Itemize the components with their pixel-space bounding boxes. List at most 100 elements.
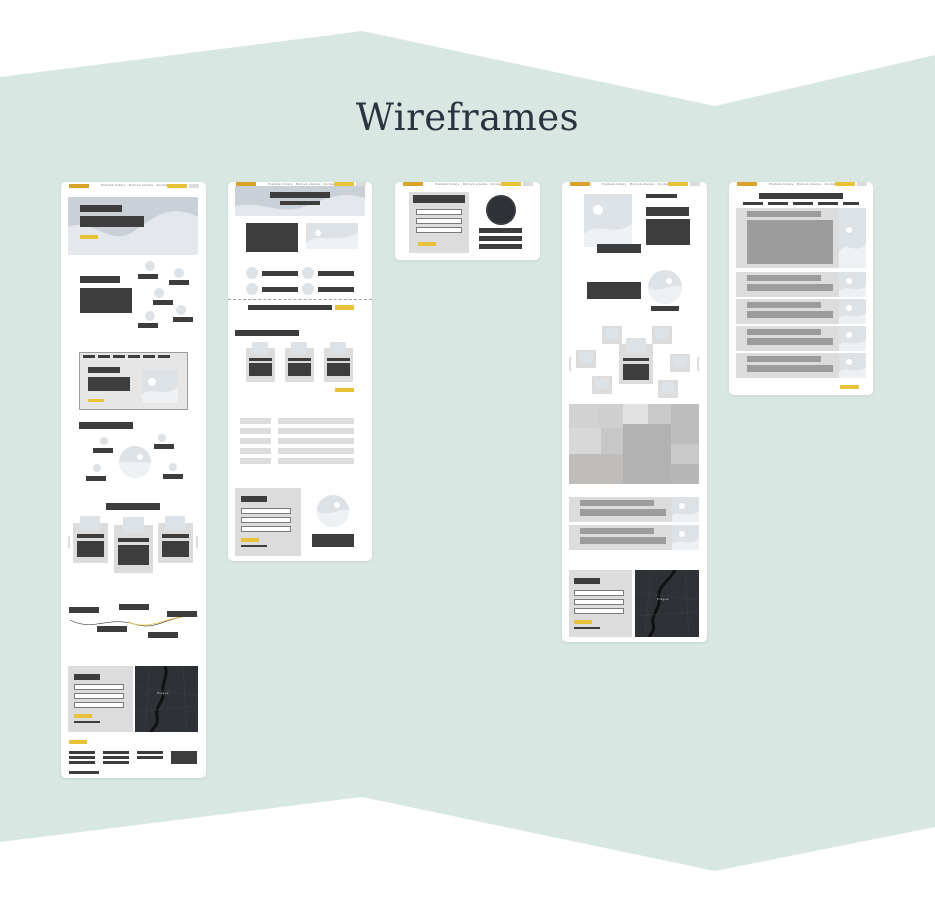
nav-cta-button[interactable] [668, 182, 688, 186]
slider-arrow-right[interactable] [196, 536, 198, 548]
nav-lang-button[interactable] [356, 182, 366, 186]
wireframe-card-3[interactable]: Pražské hotely · Bytová stavba · Kontakt… [395, 182, 540, 260]
slider-arrow-left[interactable] [569, 357, 571, 371]
nav-lang-button[interactable] [690, 182, 700, 186]
category-filters[interactable] [743, 202, 859, 206]
nav-lang-button[interactable] [523, 182, 533, 186]
nav-cta-button[interactable] [167, 184, 187, 188]
photo-mosaic[interactable] [569, 404, 699, 484]
nav-menu[interactable]: Pražské hotely · Bytová stavba · Kontakt… [602, 182, 682, 186]
name-field[interactable] [74, 684, 124, 690]
nav-menu[interactable]: Pražské hotely · Bytová stavba · Kontakt… [268, 182, 348, 186]
submit-button[interactable] [418, 242, 436, 246]
map[interactable]: Prague [635, 570, 699, 637]
offer-card[interactable] [324, 342, 353, 382]
hero-title [270, 192, 330, 198]
message-field[interactable] [241, 526, 291, 532]
hero-section [68, 197, 198, 255]
hero-subtitle [280, 201, 320, 205]
name-field[interactable] [574, 590, 624, 596]
offers-heading [235, 330, 299, 336]
nav-lang-button[interactable] [189, 184, 199, 188]
field-2[interactable] [416, 218, 462, 224]
page-title: Wireframes [355, 96, 580, 139]
panel-title [88, 367, 120, 373]
email-field[interactable] [241, 517, 291, 523]
field-3[interactable] [416, 227, 462, 233]
contact-form[interactable] [68, 666, 133, 732]
nav-menu[interactable]: Pražské hotely · Bytová stavba · Kontakt… [101, 183, 181, 187]
profile-line-2 [479, 236, 522, 241]
footer-logo [69, 740, 87, 744]
list-row[interactable] [569, 497, 699, 522]
tab-2[interactable] [98, 355, 110, 358]
offer-card[interactable] [285, 342, 314, 382]
nav-cta-button[interactable] [501, 182, 521, 186]
article-row[interactable] [736, 272, 866, 297]
tab-4[interactable] [128, 355, 140, 358]
login-form[interactable] [409, 192, 469, 253]
submit-button[interactable] [241, 538, 259, 542]
nav-cta-button[interactable] [334, 182, 354, 186]
slider-arrow-right[interactable] [697, 357, 699, 371]
panel-button[interactable] [88, 399, 104, 402]
map[interactable]: Prague [135, 666, 198, 732]
hero-title [646, 194, 677, 198]
wireframe-card-4[interactable]: Pražské hotely · Bytová stavba · Kontakt… [562, 182, 707, 642]
hero-cta-button[interactable] [80, 235, 98, 239]
about-image [648, 270, 682, 304]
load-more-button[interactable] [840, 385, 859, 389]
section-divider [228, 299, 372, 300]
tab-1[interactable] [83, 355, 95, 358]
submit-button[interactable] [574, 620, 592, 624]
hero-image-placeholder [584, 194, 632, 247]
intro-image-placeholder [306, 223, 358, 249]
form-note [574, 627, 600, 629]
hero-subtitle [80, 216, 144, 227]
wireframe-card-5[interactable]: Pražské hotely · Bytová stavba · Kontakt… [729, 182, 873, 395]
hero-wave-image [68, 211, 198, 255]
article-row[interactable] [736, 353, 866, 378]
section-button[interactable] [335, 305, 354, 310]
submit-button[interactable] [74, 714, 92, 718]
offer-card[interactable] [246, 342, 275, 382]
nav-menu[interactable]: Pražské hotely · Bytová stavba · Kontakt… [435, 182, 515, 186]
email-field[interactable] [74, 693, 124, 699]
nav-lang-button[interactable] [857, 182, 867, 186]
slider-arrow-left[interactable] [68, 536, 70, 548]
contact-form[interactable] [235, 488, 301, 556]
message-field[interactable] [574, 608, 624, 614]
wireframe-card-2[interactable]: Pražské hotely · Bytová stavba · Kontakt… [228, 182, 372, 561]
product-card[interactable] [158, 516, 193, 563]
tabbed-panel[interactable] [79, 352, 188, 410]
features-text-block [80, 288, 132, 313]
panel-image-placeholder [142, 369, 178, 403]
contact-name [312, 534, 354, 547]
offers-more-button[interactable] [335, 388, 354, 392]
email-field[interactable] [574, 599, 624, 605]
contact-avatar [317, 495, 349, 527]
gallery-cluster[interactable] [574, 322, 699, 402]
name-field[interactable] [241, 508, 291, 514]
message-field[interactable] [74, 702, 124, 708]
list-row[interactable] [569, 525, 699, 550]
tab-5[interactable] [143, 355, 155, 358]
article-row[interactable] [736, 326, 866, 351]
hero-title [80, 205, 122, 212]
product-card[interactable] [114, 517, 153, 573]
tab-6[interactable] [158, 355, 170, 358]
nav-cta-button[interactable] [835, 182, 855, 186]
featured-article[interactable] [736, 208, 866, 268]
nav-menu[interactable]: Pražské hotely · Bytová stavba · Kontakt… [769, 182, 849, 186]
cards-heading [106, 503, 160, 510]
tab-3[interactable] [113, 355, 125, 358]
form-heading [413, 195, 465, 203]
map-label: Prague [157, 691, 169, 695]
wireframe-card-1[interactable]: Pražské hotely · Bytová stavba · Kontakt… [61, 182, 206, 778]
product-card[interactable] [73, 516, 108, 563]
contact-form[interactable] [569, 570, 632, 637]
map-river [635, 570, 699, 637]
footer-links[interactable] [68, 749, 200, 777]
article-row[interactable] [736, 299, 866, 324]
field-1[interactable] [416, 209, 462, 215]
